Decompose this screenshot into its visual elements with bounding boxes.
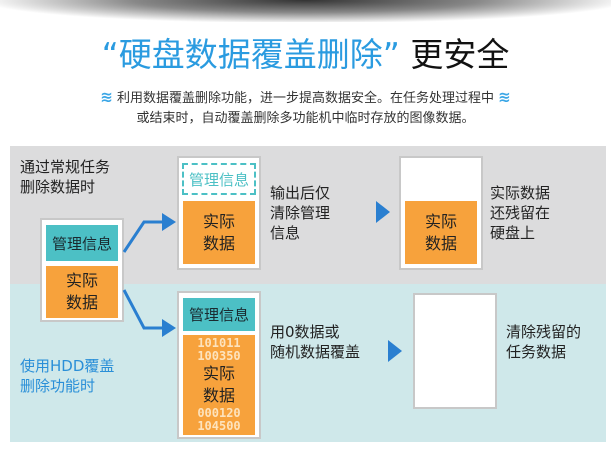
actual-data-2: 数据 — [65, 293, 98, 312]
text-line: 任务数据 — [506, 343, 567, 361]
text-line: 清除管理 — [270, 204, 331, 222]
actual-data-1: 实际 — [424, 211, 457, 231]
actual-data-2: 数据 — [202, 233, 235, 253]
text-line: 清除残留的 — [506, 323, 582, 341]
hdd-result-block: 管理信息 101011 100350 实际 数据 000120 104500 — [177, 291, 261, 439]
hdd-result-text: 用0数据或随机数据覆盖 — [270, 322, 360, 362]
text-line: 硬盘上 — [490, 224, 536, 242]
top-shadow — [0, 0, 611, 22]
actual-data-2: 数据 — [202, 386, 235, 405]
hdd-label-2: 删除功能时 — [20, 377, 96, 395]
subtitle-text1: 利用数据覆盖删除功能，进一步提高数据安全。在任务处理过程中 — [116, 91, 494, 106]
arrow-right-icon — [388, 340, 402, 362]
actual-data-2: 数据 — [424, 233, 457, 253]
mgmt-info-cleared: 管理信息 — [182, 163, 256, 195]
actual-data: 实际数据 — [183, 201, 255, 264]
actual-data-1: 实际 — [202, 211, 235, 231]
text-line: 随机数据覆盖 — [270, 343, 361, 361]
normal-result-text: 输出后仅清除管理信息 — [270, 183, 330, 243]
normal-result-block: 管理信息 实际数据 — [177, 156, 261, 270]
hdd-final-text: 清除残留的任务数据 — [506, 322, 581, 362]
bits-row: 100350 — [197, 349, 241, 363]
page-title: “硬盘数据覆盖删除” 更安全 — [0, 28, 611, 76]
hdd-label-1: 使用HDD覆盖 — [20, 357, 115, 375]
arrow-up-path — [122, 220, 164, 253]
bits-row: 104500 — [197, 419, 241, 433]
bits-row: 000120 — [197, 406, 241, 420]
normal-label-2: 删除数据时 — [20, 178, 96, 196]
arrow-right-icon — [376, 201, 390, 223]
overwritten-data: 101011 100350 实际 数据 000120 104500 — [183, 335, 255, 435]
normal-final-block: 实际数据 — [399, 156, 483, 270]
normal-final-text: 实际数据还残留在硬盘上 — [490, 183, 550, 243]
arrow-down-head — [162, 319, 176, 337]
mgmt-info: 管理信息 — [183, 298, 255, 331]
text-line: 用0数据或 — [270, 323, 340, 341]
text-line: 信息 — [270, 224, 301, 242]
hdd-final-block — [413, 293, 497, 409]
actual-data-1: 实际 — [202, 364, 235, 383]
title-suffix: 更安全 — [410, 35, 510, 74]
normal-label: 通过常规任务删除数据时 — [20, 157, 110, 197]
mgmt-info: 管理信息 — [46, 225, 118, 261]
branch-arrows — [122, 213, 176, 337]
text-line: 还残留在 — [490, 204, 551, 222]
arrow-down-path — [122, 289, 164, 330]
text-line: 实际数据 — [490, 184, 551, 202]
subtitle-line2: 或结束时，自动覆盖删除多功能机中临时存放的图像数据。 — [136, 111, 475, 126]
hdd-label: 使用HDD覆盖删除功能时 — [20, 356, 114, 396]
normal-label-1: 通过常规任务 — [20, 158, 111, 176]
title-quoted: “硬盘数据覆盖删除” — [101, 35, 400, 74]
actual-data-1: 实际 — [65, 271, 98, 290]
subtitle-line1: ≋ 利用数据覆盖删除功能，进一步提高数据安全。在任务处理过程中 ≋ — [0, 87, 611, 106]
bits-row: 101011 — [197, 336, 241, 350]
actual-data: 实际数据 — [405, 201, 477, 264]
wave-icon: ≋ — [100, 88, 113, 106]
arrow-up-head — [162, 213, 176, 231]
actual-data: 实际数据 — [46, 266, 118, 318]
wave-icon: ≋ — [498, 88, 511, 106]
text-line: 输出后仅 — [270, 184, 331, 202]
source-data-block: 管理信息 实际数据 — [40, 218, 124, 322]
